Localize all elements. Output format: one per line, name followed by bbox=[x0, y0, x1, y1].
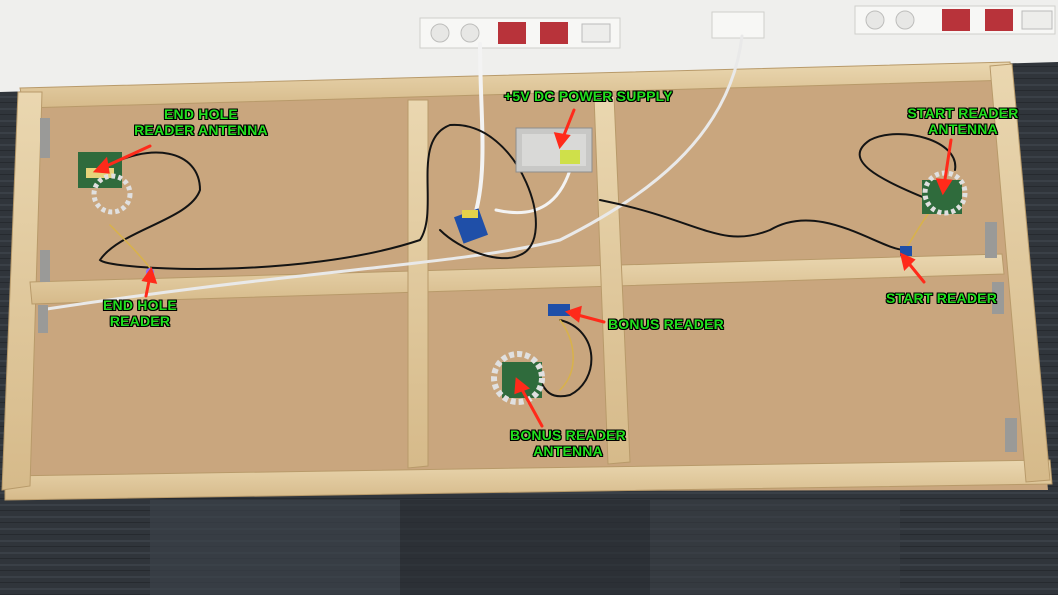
wall-socket-strip-right bbox=[854, 5, 1056, 35]
label-end-hole-reader: END HOLE READER bbox=[103, 297, 177, 329]
cables bbox=[38, 34, 957, 398]
power-supply-unit bbox=[515, 127, 593, 173]
corner-brackets bbox=[38, 118, 1017, 452]
wooden-frame bbox=[1, 61, 1053, 501]
wall-socket-single bbox=[711, 11, 765, 39]
label-start-reader-antenna: START READER ANTENNA bbox=[907, 105, 1019, 137]
label-bonus-reader-antenna: BONUS READER ANTENNA bbox=[510, 427, 626, 459]
end-hole-antenna bbox=[78, 152, 133, 215]
label-start-reader: START READER bbox=[886, 290, 998, 306]
label-bonus-reader: BONUS READER bbox=[608, 316, 724, 332]
label-end-hole-reader-antenna: END HOLE READER ANTENNA bbox=[134, 106, 268, 138]
label-power-supply: +5V DC POWER SUPPLY bbox=[504, 88, 673, 104]
wall-socket-strip-left bbox=[419, 17, 621, 49]
annotation-arrows bbox=[92, 108, 953, 428]
